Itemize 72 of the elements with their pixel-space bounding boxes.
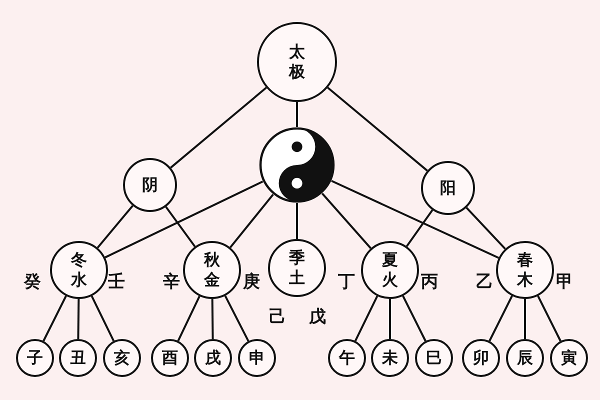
node-label: 子 [27,348,43,368]
node-label: 巳 [426,348,442,368]
circle-node [462,339,500,377]
connector-line [90,296,115,342]
stem-label: 丙 [421,274,438,291]
connector-line [466,207,506,250]
stem-label: 戊 [309,309,326,326]
connector-line [165,206,196,248]
connector-line [296,102,298,127]
node-label: 阴 [142,175,158,195]
stem-label: 壬 [108,274,125,291]
stem-label: 丁 [338,274,355,291]
circle-node [151,339,189,377]
circle-node [16,339,54,377]
node-label: 亥 [114,348,130,368]
stem-label: 庚 [243,274,260,291]
connector-line [96,205,134,248]
connector-line [331,180,500,259]
connector-line [406,209,434,247]
node-label: 夏火 [382,250,398,290]
circle-node [421,161,475,215]
stem-label: 辛 [163,274,180,291]
circle-node [550,339,588,377]
circle-node [59,339,97,377]
stem-label: 己 [269,309,286,326]
node-label: 寅 [561,348,577,368]
circle-node [415,339,453,377]
connector-line [389,299,391,339]
node-label: 戌 [205,348,221,368]
circle-node [103,339,141,377]
connector-line [77,298,80,340]
circle-node [361,241,419,299]
connector-line [224,295,250,342]
connector-line [488,296,513,342]
stem-label: 甲 [556,274,573,291]
connector-line [354,296,378,342]
node-label: 春木 [517,250,533,290]
connector-line [327,86,428,172]
connector-line [296,203,298,239]
connector-line [402,296,426,342]
node-label: 辰 [517,348,533,368]
connector-line [104,180,264,258]
node-label: 冬水 [71,250,87,290]
node-label: 申 [249,348,265,368]
node-label: 太极 [289,42,305,82]
connector-line [211,298,214,340]
circle-node [506,339,544,377]
node-label: 午 [339,348,355,368]
circle-node [328,339,366,377]
node-label: 秋金 [204,250,220,290]
connector-line [321,192,372,249]
circle-node [238,339,276,377]
stem-label: 乙 [476,274,493,291]
connector-line [170,86,267,168]
connector-line [229,194,274,248]
connector-line [524,299,526,339]
node-label: 阳 [440,178,456,198]
node-label: 季土 [289,248,305,288]
circle-node [371,339,409,377]
circle-node [496,241,554,299]
connector-line [537,296,562,342]
connector-line [177,296,200,342]
node-label: 未 [382,348,398,368]
circle-node [50,241,108,299]
node-label: 卯 [473,348,489,368]
stem-label: 癸 [24,274,41,291]
circle-node [123,158,177,212]
connector-line [42,296,67,342]
circle-node [194,339,232,377]
node-label: 酉 [162,348,178,368]
node-label: 丑 [70,348,86,368]
yin-yang-icon [259,127,335,203]
